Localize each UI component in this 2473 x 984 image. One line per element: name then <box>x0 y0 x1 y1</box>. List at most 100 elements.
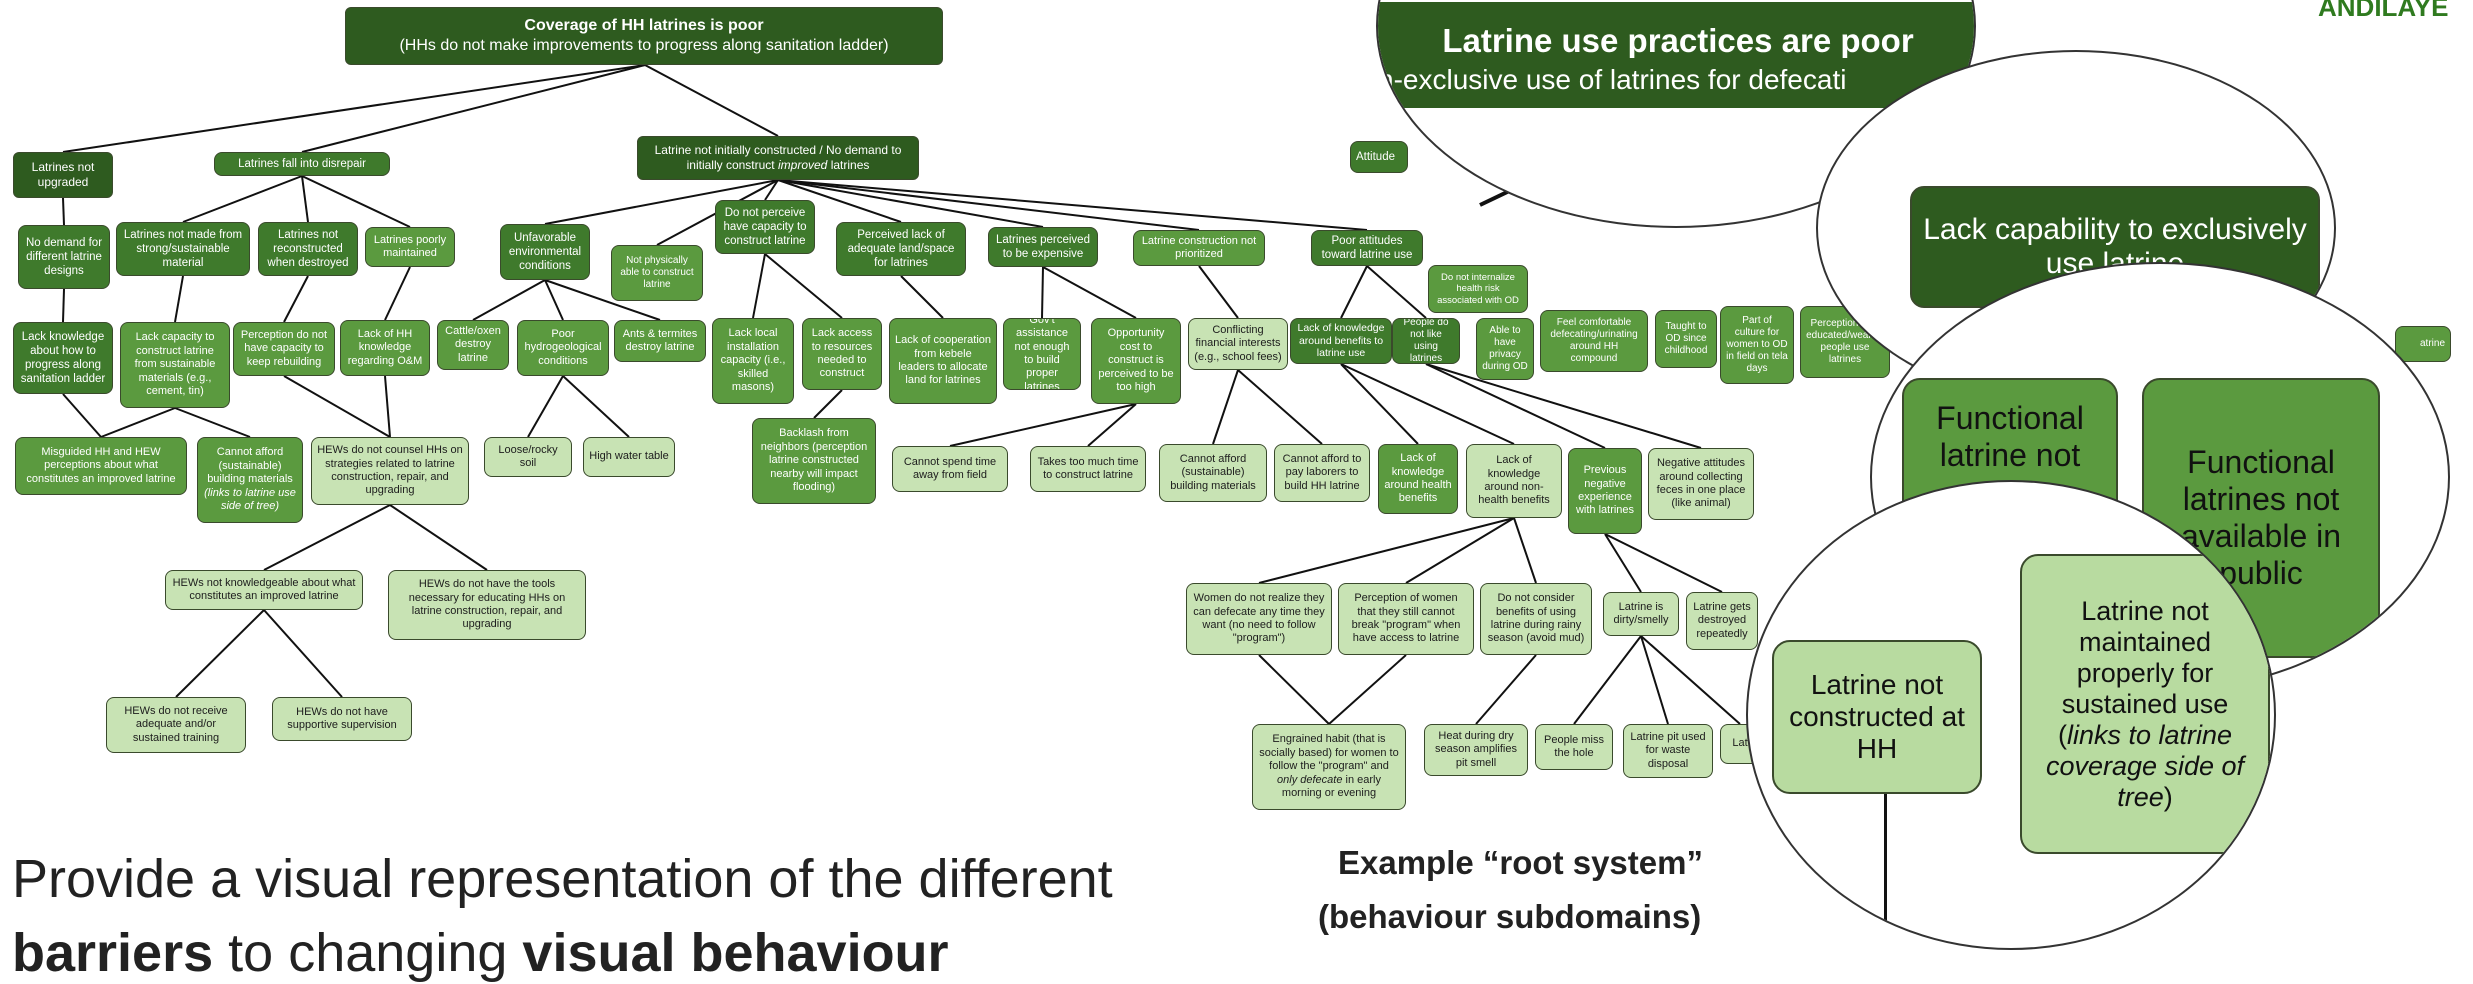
connector-line <box>1041 266 1044 319</box>
connector-line <box>1237 369 1323 445</box>
node-latrine-destroyed: Latrine gets destroyed repeatedly <box>1686 592 1758 650</box>
node-ants-termites: Ants & termites destroy latrine <box>614 320 706 362</box>
connector-line <box>900 275 944 319</box>
node-access-resources: Lack access to resources needed to const… <box>802 318 882 390</box>
connector-line <box>1340 363 1515 445</box>
connector-line <box>1366 265 1427 319</box>
connector-line <box>384 375 391 438</box>
node-latrine-not-constructed-text: Latrine not initially constructed / No d… <box>654 143 902 172</box>
connector-line <box>1258 654 1330 725</box>
node-backlash-neighbors: Backlash from neighbors (perception latr… <box>752 418 876 504</box>
connector-line <box>544 279 661 321</box>
connector-line <box>1340 265 1368 319</box>
connector-line <box>1573 635 1642 725</box>
node-hews-supervision: HEWs do not have supportive supervision <box>272 697 412 741</box>
connector-line <box>175 609 265 698</box>
node-takes-too-much-time: Takes too much time to construct latrine <box>1030 446 1146 492</box>
connector-line <box>263 609 343 698</box>
connector-line <box>283 375 391 438</box>
node-govt-assistance: Gov't assistance not enough to build pro… <box>1003 318 1081 390</box>
node-not-prioritized: Latrine construction not prioritized <box>1133 230 1265 266</box>
node-no-demand-designs: No demand for different latrine designs <box>18 225 110 289</box>
connector-line <box>544 179 779 225</box>
connector-line <box>544 279 564 321</box>
connector-line <box>62 197 65 226</box>
zoom4-not-maintained-b: ) <box>2163 781 2173 812</box>
connector-line <box>813 389 843 419</box>
connector-line <box>100 407 176 438</box>
node-cannot-afford-materials-b: Cannot afford (sustainable) building mat… <box>1159 444 1267 502</box>
connector-line <box>62 393 102 438</box>
brand-logo-text: ANDILAYE <box>2318 0 2449 22</box>
node-previous-experience: Previous negative experience with latrin… <box>1568 448 1642 534</box>
node-not-internalize-risk: Do not internalize health risk associate… <box>1428 265 1528 313</box>
node-miss-hole: People miss the hole <box>1535 724 1613 770</box>
node-non-health-benefits: Lack of knowledge around non-health bene… <box>1466 444 1562 518</box>
node-opportunity-cost: Opportunity cost to construct is perceiv… <box>1091 318 1181 404</box>
bottom-left-line1: Provide a visual representation of the d… <box>12 849 1113 909</box>
zoom4-not-constructed: Latrine not constructed at HH <box>1772 640 1982 794</box>
root-node: Coverage of HH latrines is poor (HHs do … <box>345 7 943 65</box>
node-health-benefits: Lack of knowledge around health benefits <box>1378 444 1458 514</box>
node-cannot-afford-a-link: (links to latrine use side of tree) <box>204 486 296 513</box>
connector-line <box>1425 363 1702 449</box>
bottom-barriers: barriers <box>12 923 214 983</box>
connector-line <box>1475 654 1537 725</box>
node-perceived-expensive: Latrines perceived to be expensive <box>988 227 1098 267</box>
connector-line <box>1604 533 1723 593</box>
zoom1-subtitle-band <box>1378 58 1974 108</box>
connector-line <box>62 288 65 323</box>
node-latrines-disrepair: Latrines fall into disrepair <box>214 152 390 176</box>
node-engrained-text-b: in early morning or evening <box>1281 773 1381 800</box>
node-engrained-text-em: only defecate <box>1277 773 1343 786</box>
node-high-water: High water table <box>583 437 675 477</box>
connector-line <box>384 266 411 321</box>
node-rainy-season: Do not consider benefits of using latrin… <box>1480 583 1592 655</box>
connector-line <box>1405 517 1515 584</box>
connector-line <box>764 179 779 201</box>
connector-line <box>764 253 843 319</box>
node-cannot-afford-a-text: Cannot afford (sustainable) building mat… <box>207 446 293 486</box>
node-kebele-cooperation: Lack of cooperation from kebele leaders … <box>889 318 997 404</box>
connector-line <box>1604 533 1642 593</box>
connector-line <box>777 179 1368 231</box>
node-local-installation: Lack local installation capacity (i.e., … <box>712 318 794 404</box>
node-misguided-perceptions: Misguided HH and HEW perceptions about w… <box>15 437 187 495</box>
bottom-left-line2: barriers to changing visual behaviour <box>12 922 949 984</box>
connector-line <box>562 375 630 438</box>
connector-line <box>644 64 779 137</box>
node-latrines-not-upgraded: Latrines not upgraded <box>13 152 113 198</box>
connector-line <box>1513 517 1537 584</box>
bottom-visual-behaviour: visual behaviour <box>522 923 949 983</box>
connector-line <box>472 279 546 321</box>
node-engrained-text-a: Engrained habit (that is socially based)… <box>1259 733 1399 773</box>
zoom4-not-maintained-em: links to latrine coverage side of tree <box>2045 719 2245 812</box>
connector-line <box>283 275 309 323</box>
node-privacy: Able to have privacy during OD <box>1476 318 1534 380</box>
node-taught-od: Taught to OD since childhood <box>1655 310 1717 368</box>
zoom1-header <box>1378 2 1974 58</box>
node-cannot-spend-time: Cannot spend time away from field <box>892 446 1008 492</box>
node-negative-attitudes: Negative attitudes around collecting fec… <box>1648 448 1754 520</box>
connector-line <box>1340 363 1419 445</box>
node-poorly-maintained: Latrines poorly maintained <box>365 227 455 267</box>
node-perception-rebuild: Perception do not have capacity to keep … <box>233 322 335 376</box>
node-lack-knowledge-progress: Lack knowledge about how to progress alo… <box>13 322 113 394</box>
connector-line <box>1087 403 1137 447</box>
zoom4-not-maintained: Latrine not maintained properly for sust… <box>2020 554 2270 854</box>
node-feel-comfortable: Feel comfortable defecating/urinating ar… <box>1540 310 1648 372</box>
connector-line <box>777 179 1044 228</box>
node-latrine-not-constructed: Latrine not initially constructed / No d… <box>637 136 919 180</box>
node-conflicting-interests: Conflicting financial interests (e.g., s… <box>1188 318 1288 370</box>
connector-line <box>174 407 251 438</box>
node-latrine-dirty: Latrine is dirty/smelly <box>1603 592 1679 636</box>
connector-line <box>1425 363 1606 449</box>
node-not-like-latrines: People do not like using latrines <box>1392 318 1460 364</box>
connector-line <box>263 504 391 571</box>
bottom-center-line1: Example “root system” <box>1338 844 1703 881</box>
connector-line <box>1640 635 1741 725</box>
connector-line <box>949 403 1137 447</box>
zoom4-stem-line <box>1884 794 1887 948</box>
connector-line <box>1042 266 1137 319</box>
node-not-perceive-capacity: Do not perceive have capacity to constru… <box>715 200 815 254</box>
